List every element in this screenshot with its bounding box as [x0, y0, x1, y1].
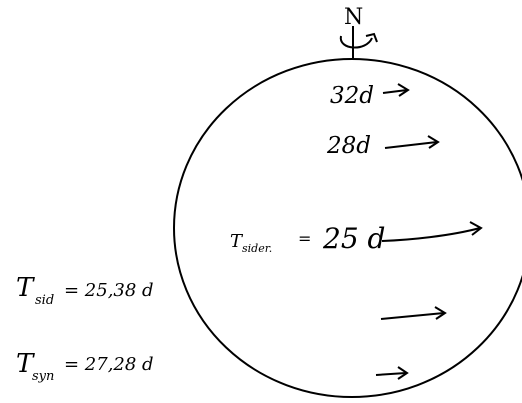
sidereal-value: = 25,38 d: [64, 280, 154, 301]
synodic-subscript: syn: [32, 369, 54, 384]
latitude-period-1: 32d: [330, 83, 374, 109]
sidereal-subscript: sid: [35, 293, 54, 308]
flow-arrow-3-icon: [381, 221, 483, 242]
sidereal-symbol: T: [16, 273, 35, 303]
flow-arrow-5-icon: [375, 366, 409, 380]
flow-arrow-2-icon: [384, 135, 440, 149]
equator-prefix: T: [230, 231, 244, 252]
flow-arrow-1-icon: [382, 83, 410, 97]
rotation-axis-icon: [339, 26, 378, 60]
equator-prefix-subscript: sider.: [242, 242, 272, 255]
synodic-value: = 27,28 d: [64, 354, 154, 375]
latitude-period-2: 28d: [326, 133, 371, 159]
north-pole-label: N: [344, 5, 363, 30]
synodic-symbol: T: [16, 349, 35, 379]
equator-equals: =: [298, 229, 311, 248]
flow-arrow-4-icon: [380, 306, 447, 320]
latitude-period-3: 25 d: [322, 222, 385, 255]
